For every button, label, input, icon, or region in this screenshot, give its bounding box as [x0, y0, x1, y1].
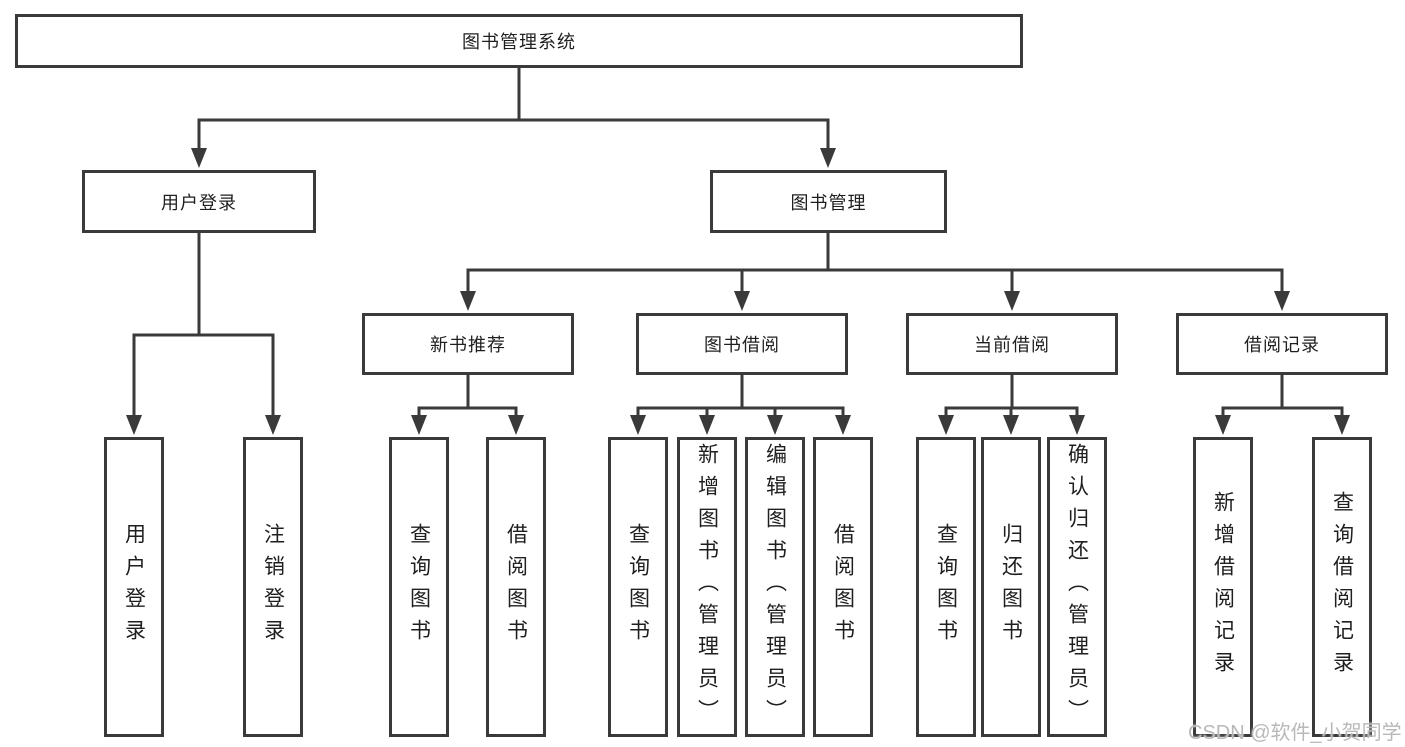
node-current-borrowing: 当前借阅 — [906, 313, 1118, 375]
leaf-label: 查询图书 — [407, 523, 431, 651]
leaf-add-books-admin: 新增图书（管理员） — [677, 437, 737, 737]
leaf-edit-books-admin: 编辑图书（管理员） — [745, 437, 805, 737]
node-label: 图书借阅 — [704, 335, 780, 355]
leaf-label: 借阅图书 — [504, 523, 528, 651]
node-label: 借阅记录 — [1244, 335, 1320, 355]
leaf-query-books-current: 查询图书 — [916, 437, 976, 737]
leaf-label: 新增借阅记录 — [1211, 491, 1235, 683]
node-label: 新书推荐 — [430, 335, 506, 355]
leaf-label: 借阅图书 — [831, 523, 855, 651]
leaf-logout: 注销登录 — [243, 437, 303, 737]
leaf-borrow-books-recommend: 借阅图书 — [486, 437, 546, 737]
leaf-label: 查询图书 — [934, 523, 958, 651]
leaf-return-books: 归还图书 — [981, 437, 1041, 737]
node-borrowing-records: 借阅记录 — [1176, 313, 1388, 375]
node-new-book-recommendation: 新书推荐 — [362, 313, 574, 375]
leaf-query-borrow-record: 查询借阅记录 — [1312, 437, 1372, 737]
leaf-borrow-books-borrowing: 借阅图书 — [813, 437, 873, 737]
node-label: 用户登录 — [161, 192, 237, 213]
leaf-label: 新增图书（管理员） — [695, 443, 719, 731]
leaf-label: 用户登录 — [122, 523, 146, 651]
leaf-label: 查询图书 — [626, 523, 650, 651]
leaf-label: 归还图书 — [999, 523, 1023, 651]
leaf-user-login: 用户登录 — [104, 437, 164, 737]
node-book-borrowing: 图书借阅 — [636, 313, 848, 375]
leaf-confirm-return-admin: 确认归还（管理员） — [1047, 437, 1107, 737]
leaf-label: 确认归还（管理员） — [1065, 443, 1089, 731]
leaf-label: 编辑图书（管理员） — [763, 443, 787, 731]
leaf-query-books-recommend: 查询图书 — [389, 437, 449, 737]
leaf-label: 注销登录 — [261, 523, 285, 651]
node-label: 图书管理 — [790, 192, 867, 213]
node-book-management: 图书管理 — [710, 170, 947, 233]
leaf-label: 查询借阅记录 — [1330, 491, 1354, 683]
node-label: 当前借阅 — [974, 335, 1050, 355]
node-library-management-system: 图书管理系统 — [15, 14, 1023, 68]
leaf-query-books-borrowing: 查询图书 — [608, 437, 668, 737]
csdn-watermark: CSDN @软件_小贺同学 — [1188, 722, 1402, 744]
node-user-login: 用户登录 — [82, 170, 316, 233]
node-label: 图书管理系统 — [462, 32, 576, 52]
leaf-add-borrow-record: 新增借阅记录 — [1193, 437, 1253, 737]
